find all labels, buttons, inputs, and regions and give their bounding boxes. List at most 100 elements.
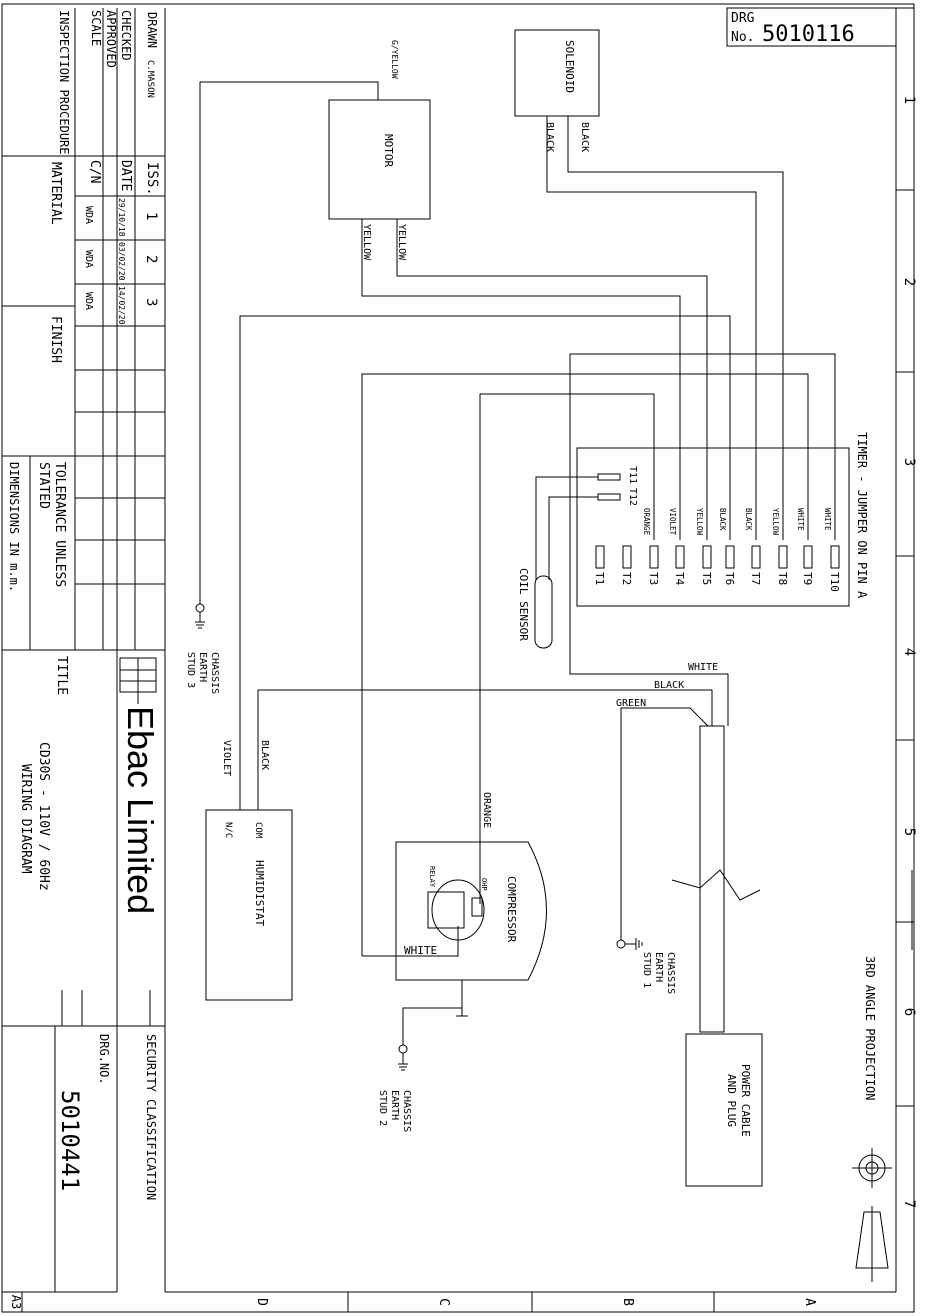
grid-number-4: 4 xyxy=(901,648,917,656)
security-label: SECURITY CLASSIFICATION xyxy=(144,1034,158,1200)
date-1: 29/10/18 xyxy=(117,198,126,237)
humidistat-wire-violet: VIOLET xyxy=(221,740,232,776)
date-3: 14/02/20 xyxy=(117,286,126,325)
timer-terminal-label: T9 xyxy=(801,572,814,585)
grid-number-7: 7 xyxy=(901,1200,917,1208)
no-label: No. xyxy=(731,30,754,45)
title-line2: WIRING DIAGRAM xyxy=(18,764,33,874)
power-cable-label-1: POWER CABLE xyxy=(739,1064,752,1137)
wire-label-green: GREEN xyxy=(616,698,646,709)
solenoid-label: SOLENOID xyxy=(563,40,576,93)
terminal-t11-label: T11 xyxy=(627,466,638,484)
terminal-t11 xyxy=(597,473,621,481)
approved-label: APPROVED xyxy=(104,10,118,68)
timer-wire-colour-label: YELLOW xyxy=(695,508,704,536)
projection-symbol xyxy=(852,1148,892,1282)
wire-label-black: BLACK xyxy=(654,680,684,691)
scale-label: SCALE xyxy=(89,10,103,46)
chassis-earth-2-label-2: EARTH xyxy=(389,1090,400,1120)
chassis-earth-2-label: CHASSIS xyxy=(401,1090,412,1132)
chassis-earth-2 xyxy=(398,1044,408,1071)
company-name: Ebac Limited xyxy=(120,706,161,914)
ohp-label: OHP xyxy=(480,878,488,891)
wire-label-white: WHITE xyxy=(688,662,718,673)
timer-wire-colour-label: VIOLET xyxy=(668,508,677,536)
title-block xyxy=(2,8,165,1293)
chassis-earth-1-label: CHASSIS xyxy=(665,952,676,994)
drgno-label: DRG.NO. xyxy=(97,1034,111,1085)
issue-2: 2 xyxy=(143,255,159,263)
cn-label: C/N xyxy=(87,160,102,183)
tolerance-line2: STATED xyxy=(36,462,51,509)
inspection-label: INSPECTION PROCEDURE xyxy=(57,10,71,155)
material-label: MATERIAL xyxy=(48,162,63,225)
timer-terminals: T10T9T8T7T6T5T4T3T2T1WHITEWHITEYELLOWBLA… xyxy=(593,508,841,592)
drg-number-box xyxy=(726,7,897,47)
compressor-label: COMPRESSOR xyxy=(505,876,518,943)
timer-wire-colour-label: ORANGE xyxy=(642,508,651,536)
cable-break-mark xyxy=(671,869,761,901)
drg-label: DRG xyxy=(731,11,755,26)
motor-wire-yellow-1: YELLOW xyxy=(361,224,372,261)
ohp-box xyxy=(471,897,483,917)
grid-ticks-right xyxy=(896,7,914,1107)
timer-terminal-t8 xyxy=(778,545,788,569)
timer-terminal-t3 xyxy=(649,545,659,569)
title-line1: CD30S - 110V / 60Hz xyxy=(36,742,51,891)
timer-terminal-t2 xyxy=(622,545,632,569)
timer-wire-colour-label: WHITE xyxy=(823,508,832,531)
timer-terminal-label: T10 xyxy=(828,572,841,592)
power-cable-label-2: AND PLUG xyxy=(725,1074,738,1127)
solenoid-wire-black-2: BLACK xyxy=(579,122,590,152)
timer-terminal-t1 xyxy=(595,545,605,569)
issue-1: 1 xyxy=(143,212,159,220)
humidistat-wire-black: BLACK xyxy=(259,740,270,770)
grid-number-2: 2 xyxy=(901,278,917,286)
timer-terminal-label: T5 xyxy=(700,572,713,585)
compressor-earth-wire xyxy=(402,980,463,1045)
outer-frame xyxy=(1,3,915,1313)
solenoid-wire-black-1: BLACK xyxy=(544,122,555,152)
humidistat-box xyxy=(205,809,293,1001)
drg-number-top: 5010116 xyxy=(762,22,855,47)
terminal-t12-label: T12 xyxy=(627,488,638,506)
terminal-t12 xyxy=(597,493,621,501)
grid-number-6: 6 xyxy=(901,1008,917,1016)
grid-letter-b: B xyxy=(620,1298,635,1306)
timer-terminal-t7 xyxy=(751,545,761,569)
timer-terminal-t9 xyxy=(803,545,813,569)
solenoid-box xyxy=(514,29,600,117)
timer-terminal-t6 xyxy=(725,545,735,569)
motor-label: MOTOR xyxy=(382,134,395,167)
grid-letter-d: D xyxy=(254,1298,269,1306)
relay-box xyxy=(427,891,465,929)
timer-terminal-t10 xyxy=(830,545,840,569)
grid-ticks-bottom xyxy=(21,1292,715,1312)
dimensions-label: DIMENSIONS IN m.m. xyxy=(7,462,21,592)
tolerance-line1: TOLERANCE UNLESS xyxy=(52,462,67,587)
compressor-wire-white: WHITE xyxy=(404,944,437,957)
inspection-line1: INSPECTION PROCEDURE xyxy=(57,10,71,155)
finish-label: FINISH xyxy=(48,316,63,363)
chassis-earth-3-label-2: EARTH xyxy=(197,652,208,682)
timer-terminal-label: T3 xyxy=(647,572,660,585)
timer-wire-colour-label: YELLOW xyxy=(771,508,780,536)
drgno-value: 5010441 xyxy=(56,1090,84,1191)
checked-label: CHECKED xyxy=(119,10,133,61)
iss-label: ISS. xyxy=(144,162,160,196)
cn-3: WDA xyxy=(83,292,94,310)
wires xyxy=(199,81,836,957)
chassis-earth-2-label-3: STUD 2 xyxy=(377,1090,388,1126)
timer-terminal-label: T8 xyxy=(776,572,789,585)
corner-tag: A3 xyxy=(9,1295,23,1309)
timer-terminal-label: T4 xyxy=(673,572,686,586)
timer-terminal-label: T6 xyxy=(723,572,736,585)
timer-terminal-t4 xyxy=(675,545,685,569)
timer-terminal-label: T1 xyxy=(593,572,606,585)
company-logo xyxy=(119,657,157,704)
timer-wire-colour-label: WHITE xyxy=(796,508,805,531)
chassis-earth-3 xyxy=(195,603,205,629)
grid-number-3: 3 xyxy=(901,458,917,466)
humidistat-com: COM xyxy=(253,822,263,839)
